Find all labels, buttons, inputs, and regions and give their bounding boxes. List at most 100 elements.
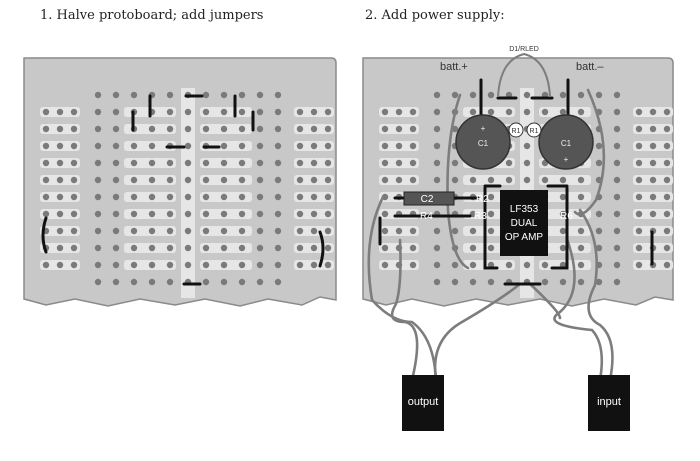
- hole: [238, 108, 246, 116]
- hole: [184, 108, 192, 116]
- hole: [613, 210, 621, 218]
- hole: [56, 210, 64, 218]
- hole: [112, 159, 120, 167]
- hole: [274, 193, 282, 201]
- hole: [433, 142, 441, 150]
- r6-label: R6: [560, 211, 573, 222]
- capacitor-right: C1 +: [538, 114, 594, 170]
- hole: [649, 125, 657, 133]
- hole: [409, 244, 417, 252]
- hole: [613, 244, 621, 252]
- hole: [433, 108, 441, 116]
- hole: [595, 159, 603, 167]
- hole: [42, 125, 50, 133]
- hole: [56, 227, 64, 235]
- hole: [559, 193, 567, 201]
- hole: [310, 210, 318, 218]
- hole: [296, 142, 304, 150]
- hole: [56, 159, 64, 167]
- hole: [649, 142, 657, 150]
- hole: [487, 91, 495, 99]
- hole: [663, 142, 671, 150]
- hole: [184, 176, 192, 184]
- hole: [184, 193, 192, 201]
- hole: [310, 261, 318, 269]
- chip-line-1: LF353: [510, 204, 539, 215]
- capacitor-right-label: C1: [561, 139, 572, 148]
- hole: [166, 210, 174, 218]
- hole: [487, 193, 495, 201]
- hole: [613, 142, 621, 150]
- hole: [70, 159, 78, 167]
- hole: [663, 176, 671, 184]
- hole: [451, 159, 459, 167]
- hole: [559, 210, 567, 218]
- hole: [324, 159, 332, 167]
- hole: [94, 227, 102, 235]
- hole: [94, 159, 102, 167]
- hole: [649, 210, 657, 218]
- hole: [130, 159, 138, 167]
- hole: [433, 91, 441, 99]
- hole: [577, 193, 585, 201]
- hole: [381, 261, 389, 269]
- hole: [256, 261, 264, 269]
- hole: [94, 91, 102, 99]
- hole: [70, 227, 78, 235]
- hole: [523, 91, 531, 99]
- hole: [56, 108, 64, 116]
- hole: [523, 142, 531, 150]
- hole: [451, 125, 459, 133]
- hole: [523, 176, 531, 184]
- hole: [94, 142, 102, 150]
- hole: [433, 125, 441, 133]
- hole: [395, 108, 403, 116]
- hole: [148, 125, 156, 133]
- hole: [220, 244, 228, 252]
- jack-wires: [367, 88, 614, 382]
- hole: [112, 142, 120, 150]
- hole: [42, 142, 50, 150]
- hole: [649, 193, 657, 201]
- hole: [238, 244, 246, 252]
- output-jack: output: [402, 375, 444, 431]
- hole: [148, 261, 156, 269]
- hole: [202, 125, 210, 133]
- hole: [220, 142, 228, 150]
- hole: [70, 193, 78, 201]
- wire-input-a: [578, 208, 614, 382]
- diode-label: D1/RLED: [509, 46, 539, 53]
- hole: [202, 278, 210, 286]
- hole: [663, 159, 671, 167]
- hole: [202, 193, 210, 201]
- hole: [94, 125, 102, 133]
- hole: [559, 227, 567, 235]
- hole: [469, 278, 477, 286]
- r4-label: R4: [420, 211, 433, 222]
- hole: [130, 91, 138, 99]
- chip-lead-left: [483, 186, 499, 270]
- hole: [42, 193, 50, 201]
- hole: [487, 108, 495, 116]
- hole: [324, 142, 332, 150]
- hole: [184, 244, 192, 252]
- hole: [577, 91, 585, 99]
- hole: [663, 244, 671, 252]
- wire-left-loop: [446, 93, 470, 270]
- hole: [220, 108, 228, 116]
- hole: [296, 244, 304, 252]
- hole: [112, 108, 120, 116]
- hole: [505, 108, 513, 116]
- hole: [220, 227, 228, 235]
- hole: [635, 210, 643, 218]
- hole: [274, 159, 282, 167]
- hole: [613, 125, 621, 133]
- hole: [202, 261, 210, 269]
- hole: [395, 142, 403, 150]
- capacitor-left-label: C1: [478, 139, 489, 148]
- hole: [166, 125, 174, 133]
- hole: [148, 244, 156, 252]
- hole: [559, 176, 567, 184]
- hole: [310, 176, 318, 184]
